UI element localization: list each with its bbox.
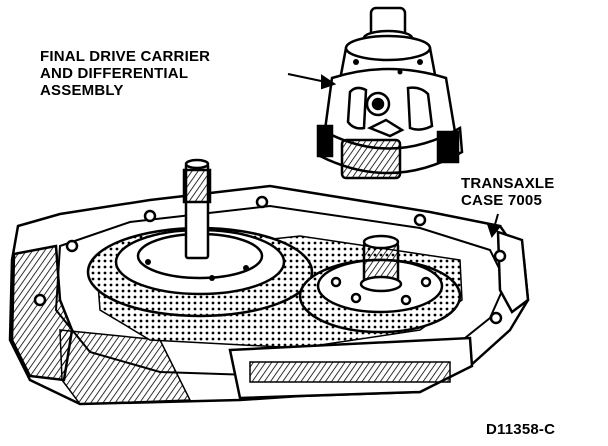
carrier-label-line-2: AND DIFFERENTIAL bbox=[40, 65, 189, 82]
case-leader-arrow bbox=[486, 213, 502, 239]
carrier-leader-arrow bbox=[287, 73, 337, 90]
large-drive-gear bbox=[86, 226, 314, 318]
case-label-line-2: CASE 7005 bbox=[461, 192, 543, 209]
carrier-label-line-1: FINAL DRIVE CARRIER bbox=[40, 48, 211, 65]
carrier-callout-label: FINAL DRIVE CARRIER AND DIFFERENTIAL ASS… bbox=[40, 48, 300, 99]
differential-carrier bbox=[316, 6, 464, 180]
input-shaft bbox=[182, 158, 212, 260]
pinion-gear bbox=[359, 234, 403, 293]
carrier-label-line-3: ASSEMBLY bbox=[40, 82, 124, 99]
case-callout-label: TRANSAXLE CASE 7005 bbox=[461, 175, 601, 209]
case-label-line-1: TRANSAXLE bbox=[461, 175, 555, 192]
carrier-top-rim bbox=[344, 34, 432, 62]
figure-code: D11358-C bbox=[486, 421, 556, 438]
